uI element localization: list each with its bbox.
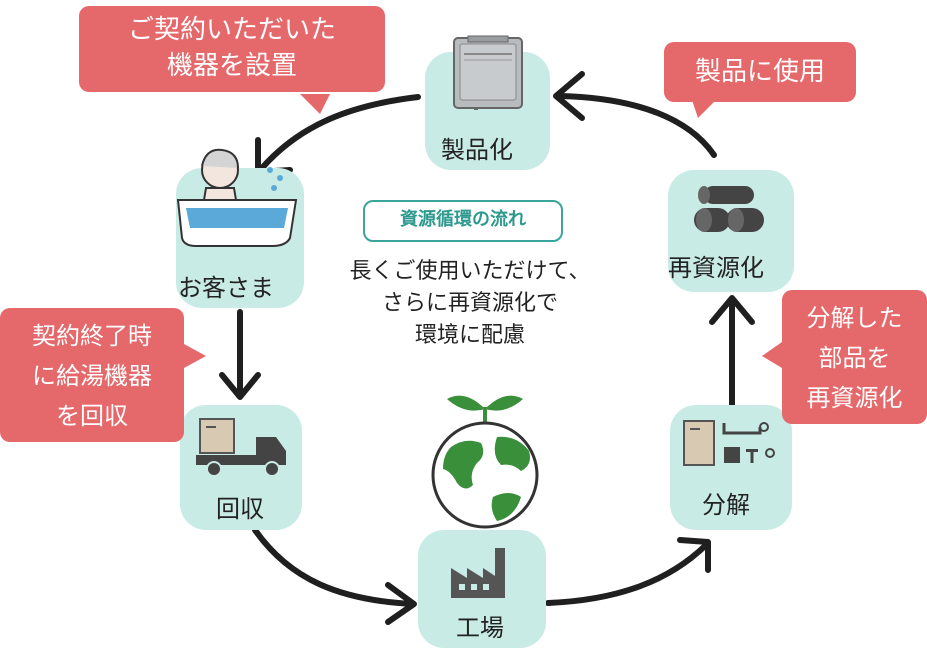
node-disassembly: 分解 [670,405,792,530]
bubble-use-line1: 製品に使用 [694,57,825,87]
parts-icon [683,420,775,466]
center-message: 長くご使用いただけて、 さらに再資源化で 環境に配慮 [320,256,620,352]
bathtub-icon [176,148,298,247]
node-factory-label: 工場 [456,614,504,642]
bubble-parts: 分解した 部品を 再資源化 [782,290,927,424]
bubble-install: ご契約いただいた 機器を設置 [79,6,385,92]
node-collection-label: 回収 [216,495,264,523]
bubble-parts-line2: 部品を [818,344,891,372]
center-line1: 長くご使用いただけて、 [349,259,591,284]
earth-sprout-icon [431,395,539,529]
arrow-product-to-customer [259,94,421,171]
factory-icon [451,548,505,598]
bubble-parts-line3: 再資源化 [806,384,903,412]
bubble-tail-collect [184,344,206,368]
node-collection: 回収 [180,405,302,530]
bubble-parts-line1: 分解した [806,304,903,332]
node-customer-label: お客さま [178,274,274,302]
arrow-collection-to-factory [252,527,415,607]
bubble-collect: 契約終了時 に給湯機器 を回収 [0,308,184,442]
water-heater-icon [453,35,523,110]
bubble-collect-line3: を回収 [56,402,128,430]
center-title: 資源循環の流れ [363,200,563,242]
bubble-tail-install [300,94,330,114]
node-factory: 工場 [418,530,546,648]
bubble-tail-parts [762,342,782,368]
node-customer: お客さま [176,148,304,308]
bubble-tail-use [692,100,716,118]
bubble-use: 製品に使用 [664,42,856,102]
center-line2: さらに再資源化で [381,291,558,316]
arrow-factory-to-disassembly [545,542,709,606]
node-disassembly-label: 分解 [702,491,750,519]
bubble-collect-line2: に給湯機器 [32,362,152,390]
node-product-label: 製品化 [441,136,513,164]
rolls-icon [694,186,764,232]
bubble-collect-line1: 契約終了時 [32,322,152,350]
arrow-recycling-to-product [557,93,717,158]
bubble-install-line1: ご契約いただいた [127,15,336,45]
center-line3: 環境に配慮 [414,323,525,348]
bubble-install-line2: 機器を設置 [166,51,297,81]
node-recycling-label: 再資源化 [668,254,764,282]
truck-icon [196,418,286,477]
node-product: 製品化 [425,35,550,170]
node-recycling: 再資源化 [668,170,794,292]
